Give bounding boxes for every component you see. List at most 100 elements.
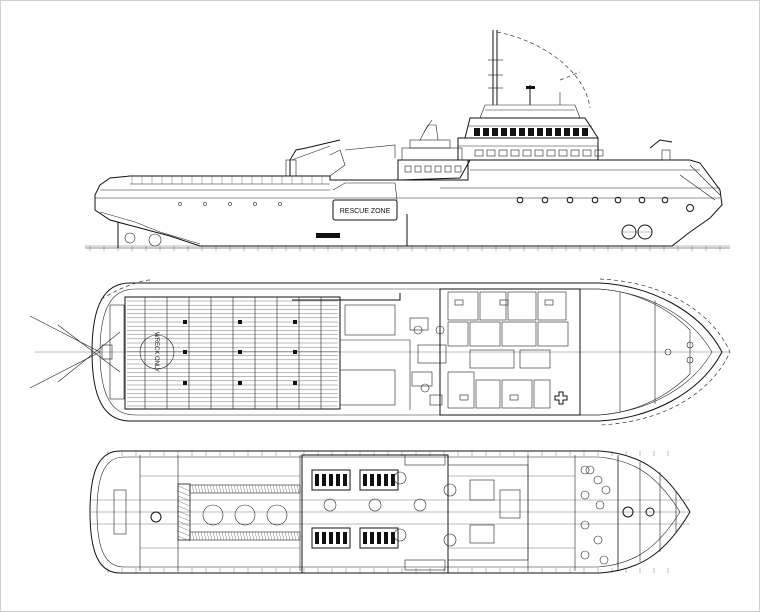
hatch [177, 520, 191, 527]
hatch [269, 484, 273, 494]
tank-hatching [191, 484, 300, 541]
cylinder [322, 474, 326, 486]
window [522, 149, 532, 157]
fitting [585, 465, 595, 475]
window [558, 149, 568, 157]
rescue-zone-box [332, 199, 398, 221]
fender [316, 233, 340, 238]
porthole [686, 204, 694, 212]
deck-crane [289, 139, 341, 176]
cylinder [370, 474, 374, 486]
deck-hull-outline [91, 282, 723, 422]
room [469, 349, 515, 369]
fitting [580, 550, 590, 560]
window [444, 165, 452, 173]
hatch [260, 484, 264, 494]
hatch [296, 484, 300, 494]
hatch [206, 531, 210, 541]
hatch [227, 484, 231, 494]
hatch [266, 531, 270, 541]
hatch [203, 484, 207, 494]
hatch [242, 531, 246, 541]
hatch [212, 531, 216, 541]
porthole [541, 196, 549, 204]
wheelhouse-window [501, 128, 507, 136]
hatch [281, 531, 285, 541]
room [537, 291, 567, 321]
window [546, 149, 556, 157]
hatch [215, 531, 219, 541]
deck-socket [183, 381, 187, 385]
hatch [248, 484, 252, 494]
window [474, 149, 484, 157]
room [501, 379, 533, 409]
deck-stamp: WRECK ONLY [139, 332, 175, 372]
room [447, 371, 475, 409]
hatch [281, 484, 285, 494]
hatch [257, 531, 261, 541]
engine-room [301, 454, 449, 574]
hatch [254, 531, 258, 541]
scupper [253, 202, 257, 206]
wheelhouse-window [528, 128, 534, 136]
porthole [566, 196, 574, 204]
hatch [248, 531, 252, 541]
fitting [595, 500, 605, 510]
hatch [209, 484, 213, 494]
winch-equipment [409, 317, 447, 406]
hatch [266, 484, 270, 494]
hatch [242, 484, 246, 494]
hatch [194, 484, 198, 494]
hatch [275, 531, 279, 541]
svg-text:WRECK ONLY: WRECK ONLY [153, 332, 159, 372]
engine [311, 469, 351, 491]
hatch [251, 484, 255, 494]
hatch [227, 531, 231, 541]
hatch [177, 510, 191, 517]
hatch [206, 484, 210, 494]
cylinder [363, 532, 367, 544]
hatch-lines [177, 485, 191, 542]
window [582, 149, 592, 157]
cylinder [343, 532, 347, 544]
gearbox [393, 471, 407, 485]
radar-sweep-arc [496, 31, 591, 109]
bow-davit [649, 139, 673, 149]
cylinder [315, 474, 319, 486]
main-engines [311, 454, 446, 571]
hatch [191, 484, 195, 494]
berth [544, 299, 554, 306]
hatch [177, 500, 191, 507]
deck-socket [293, 350, 297, 354]
scupper [178, 202, 182, 206]
window [594, 149, 604, 157]
wheelhouse-window [546, 128, 552, 136]
deck-socket [183, 350, 187, 354]
cylinder [322, 532, 326, 544]
window [424, 165, 432, 173]
room [533, 379, 551, 409]
hatch [191, 531, 195, 541]
generator [404, 559, 446, 571]
hatch [254, 484, 258, 494]
hatch [200, 484, 204, 494]
hatch [203, 531, 207, 541]
hatch [197, 531, 201, 541]
deck-socket [238, 350, 242, 354]
engine [359, 527, 399, 549]
bulwark-railing [130, 176, 330, 185]
window [498, 149, 508, 157]
scupper [278, 202, 282, 206]
hatch [177, 505, 191, 512]
hatch [284, 484, 288, 494]
hatch [272, 531, 276, 541]
room [479, 291, 507, 321]
deck-sockets [183, 320, 297, 385]
hatch [257, 484, 261, 494]
cylinder [336, 532, 340, 544]
hatch [218, 531, 222, 541]
watertight-bulkheads [139, 455, 619, 571]
fitting [580, 520, 590, 530]
deck-socket [238, 320, 242, 324]
lower-hull-outline [89, 450, 691, 574]
